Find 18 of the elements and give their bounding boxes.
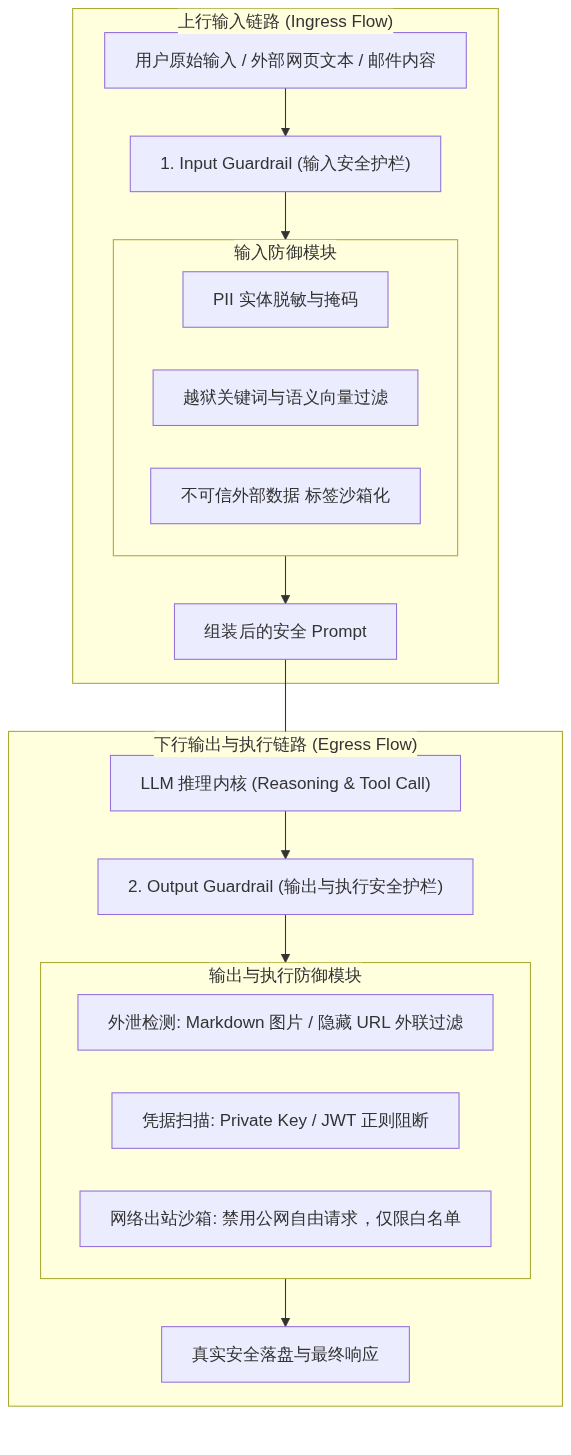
node-box: PII 实体脱敏与掩码 [182,271,389,328]
node-box: 不可信外部数据 标签沙箱化 [150,467,421,525]
arrow [280,1278,291,1328]
node-box: LLM 推理内核 (Reasoning & Tool Call) [109,754,462,812]
arrow [280,555,291,605]
node-box: 越狱关键词与语义向量过滤 [152,369,419,427]
node-box: 2. Output Guardrail (输出与执行安全护栏) [97,858,474,916]
node-box: 凭据扫描: Private Key / JWT 正则阻断 [111,1092,460,1149]
arrow [280,913,291,963]
arrow [280,810,291,860]
node-box: 真实安全落盘与最终响应 [161,1326,410,1383]
arrow [280,191,291,241]
node-box: 1. Input Guardrail (输入安全护栏) [129,135,442,193]
node-box: 网络出站沙箱: 禁用公网自由请求，仅限白名单 [79,1190,492,1248]
node-box: 用户原始输入 / 外部网页文本 / 邮件内容 [104,32,467,89]
node-box: 组装后的安全 Prompt [173,603,398,660]
node-box: 外泄检测: Markdown 图片 / 隐藏 URL 外联过滤 [77,994,494,1051]
arrow [280,87,291,137]
